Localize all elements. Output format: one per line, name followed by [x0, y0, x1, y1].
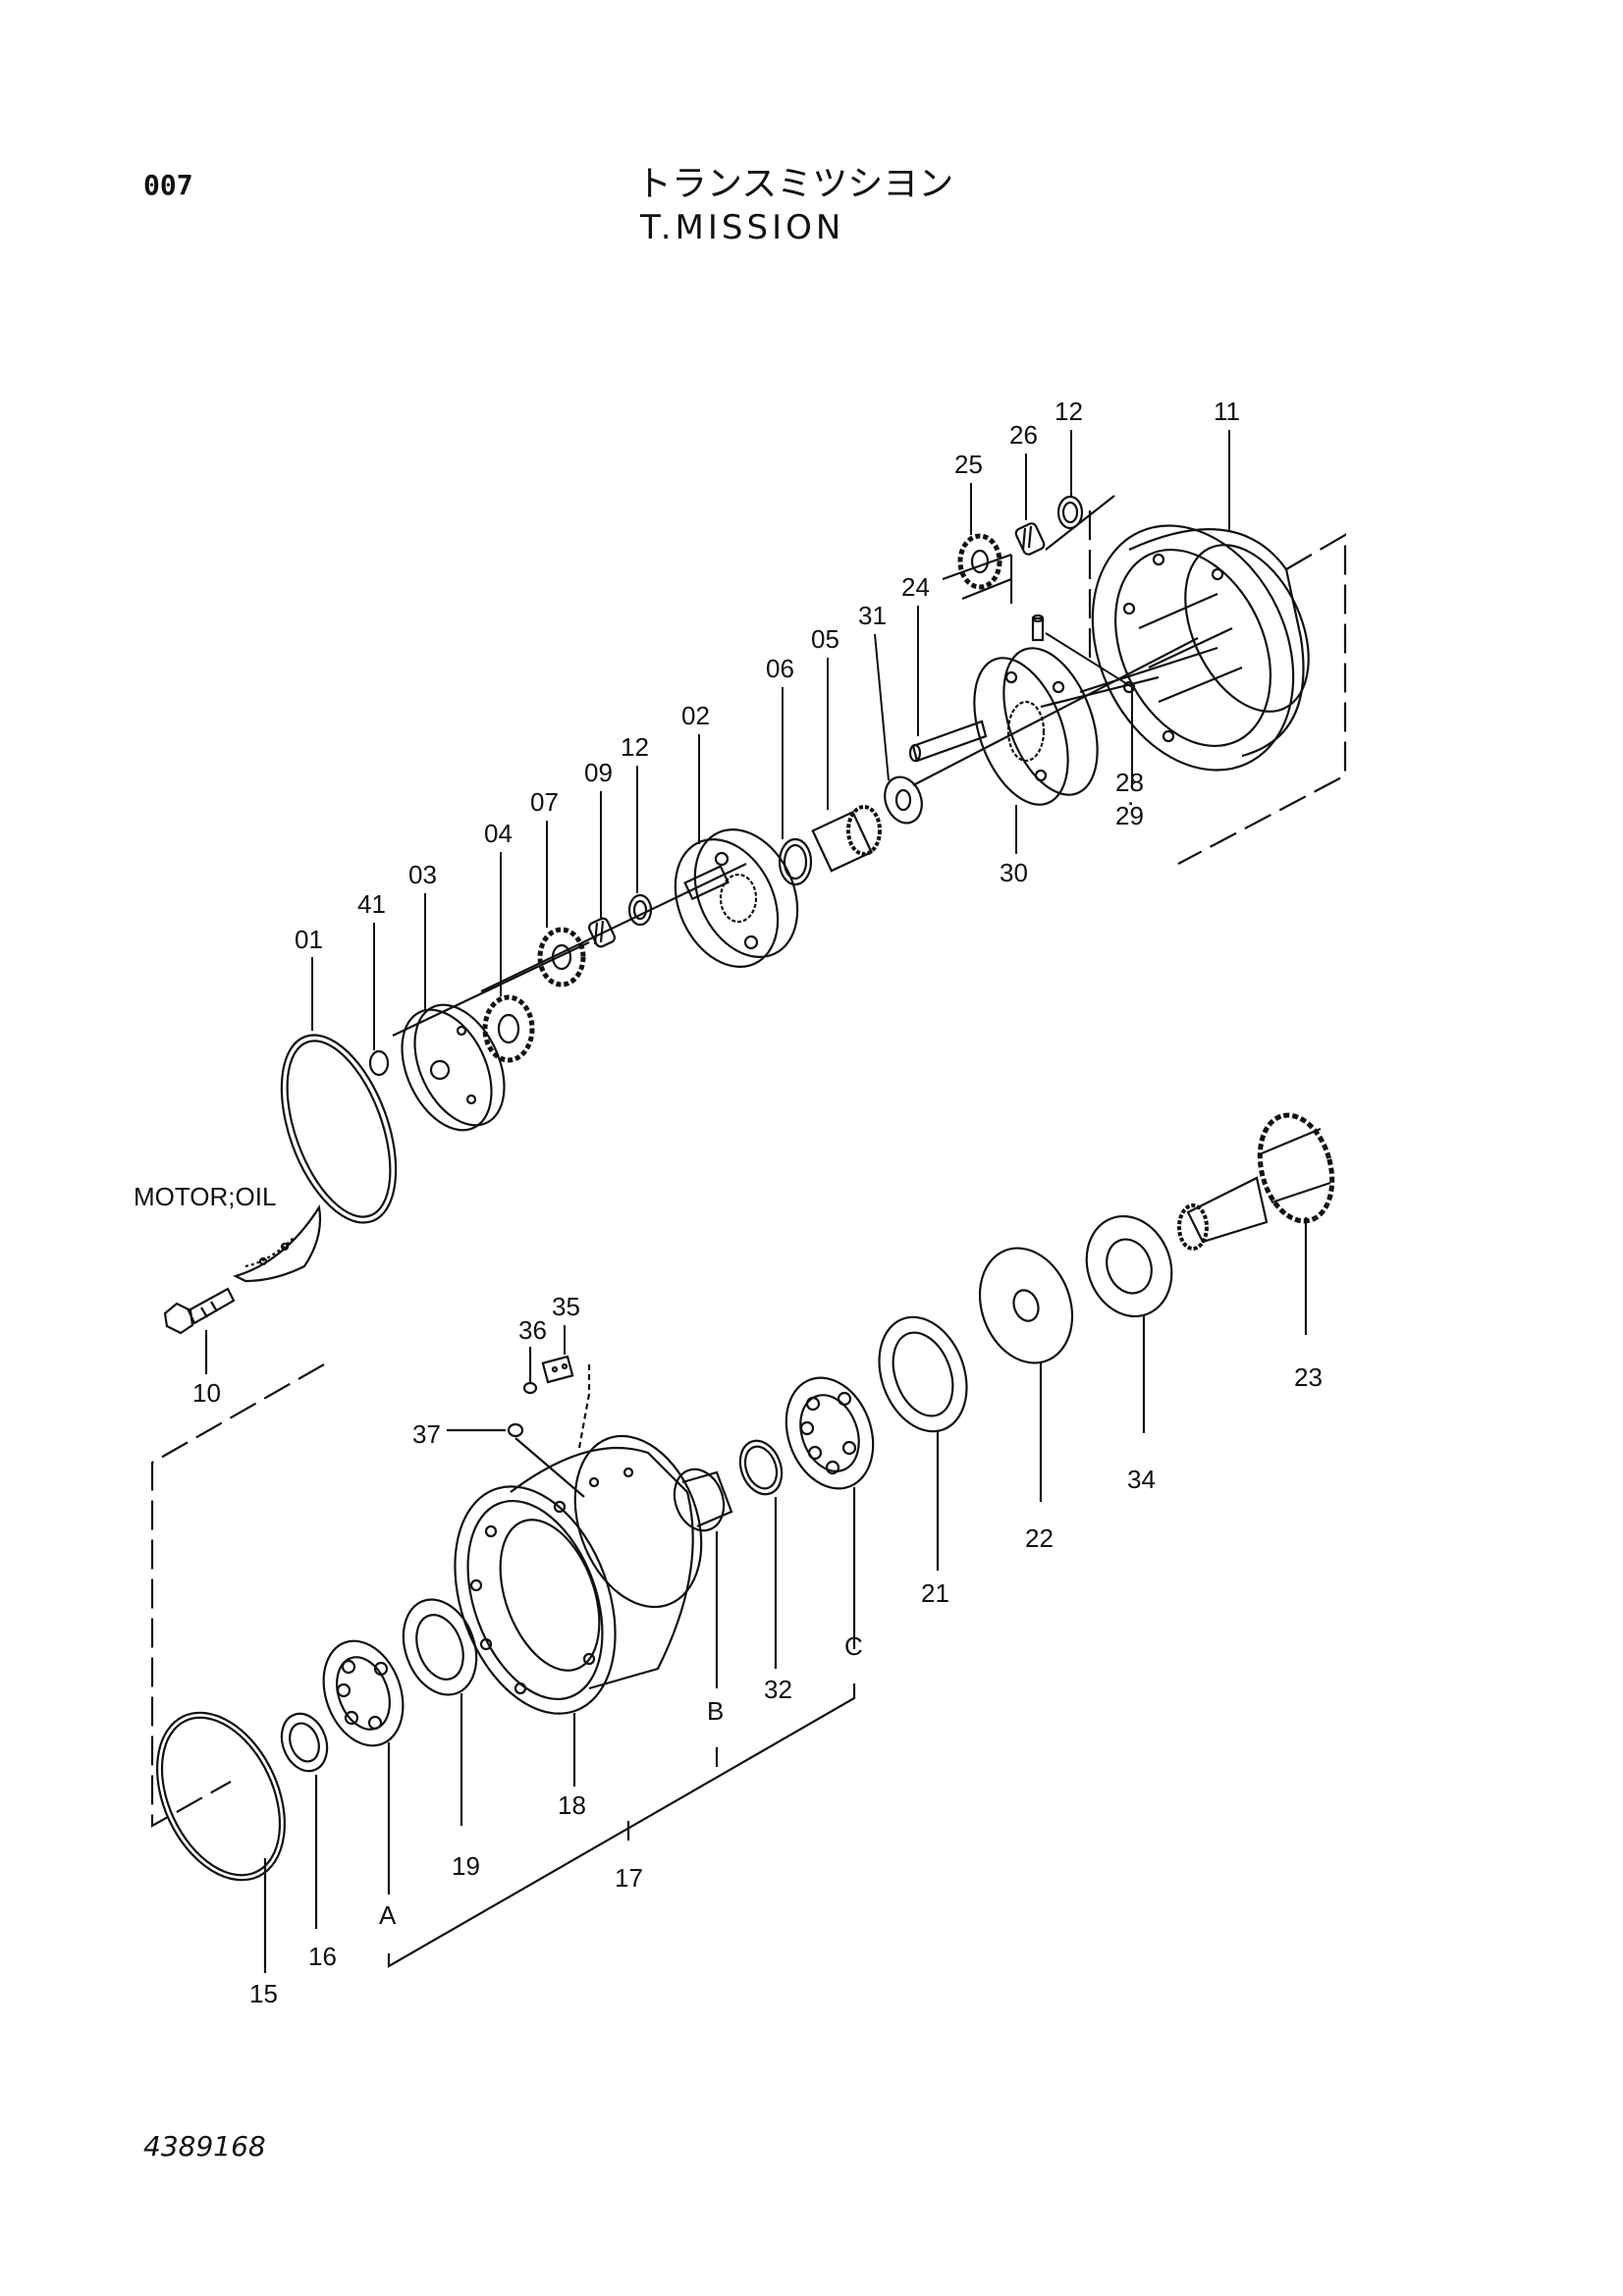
callout-16: 16 [308, 1942, 337, 1971]
part-o-ring-15 [156, 1711, 286, 1973]
part-seal-19 [402, 1598, 478, 1826]
callout-26: 26 [1009, 420, 1038, 450]
part-ring-gear-11 [1091, 524, 1310, 772]
callout-02: 02 [681, 701, 710, 730]
title-english: T.MISSION [640, 208, 845, 247]
part-nut-16 [280, 1712, 329, 1929]
callout-22: 22 [1025, 1523, 1054, 1553]
part-screw-36 [522, 1347, 538, 1395]
part-sun-gear-05 [811, 805, 882, 873]
callout-23: 23 [1294, 1362, 1323, 1392]
part-ring-12a [627, 893, 653, 927]
callout-21: 21 [921, 1578, 949, 1608]
part-thrust-washer-34 [1085, 1214, 1173, 1433]
callout-11: 11 [1214, 397, 1240, 426]
motor-oil-icon [233, 1203, 322, 1283]
part-planet-gear-07 [537, 927, 586, 988]
part-thrust-plate-03 [401, 1003, 506, 1132]
upper-axis-lines [392, 495, 1347, 1037]
part-planet-gear-04 [482, 994, 535, 1063]
callout-35: 35 [552, 1292, 580, 1321]
drawing-number: 4389168 [143, 2130, 266, 2163]
callout-10: 10 [192, 1378, 221, 1408]
part-thrust-washer-31 [884, 775, 923, 825]
part-pin-28 [1031, 614, 1045, 642]
note-label-motor-oil: MOTOR;OIL [134, 1182, 276, 1211]
callout-30: 30 [1000, 858, 1028, 887]
callout-24: 24 [901, 572, 930, 602]
callout-06: 06 [766, 654, 794, 683]
part-plug-37 [447, 1422, 585, 1498]
callout-12b: 12 [1055, 397, 1083, 426]
callout-04: 04 [484, 819, 513, 848]
callout-17: 17 [615, 1863, 643, 1893]
callout-29: 29 [1115, 801, 1144, 830]
callout-18: 18 [558, 1790, 586, 1820]
part-plate-35 [541, 1355, 574, 1384]
part-hub-housing-18 [454, 1364, 703, 1787]
callout-labels: 01 41 03 04 07 09 12 02 06 05 31 24 25 [134, 397, 1323, 2008]
group-label-b: B [707, 1696, 724, 1726]
callout-03: 03 [408, 860, 437, 889]
callout-01: 01 [295, 925, 323, 954]
part-ring-41 [368, 1049, 390, 1077]
callout-25: 25 [954, 450, 983, 479]
callout-31: 31 [858, 601, 887, 630]
part-bearing-a [322, 1639, 405, 1895]
part-bushing-b [673, 1468, 733, 1688]
callout-34: 34 [1127, 1465, 1156, 1494]
callout-05: 05 [811, 624, 839, 654]
part-needle-bearing-09 [587, 917, 617, 948]
group-17-bracket [387, 1683, 856, 1968]
callout-36: 36 [518, 1315, 547, 1345]
part-needle-bearing-26 [1014, 522, 1046, 556]
callout-37: 37 [412, 1419, 441, 1449]
lower-assembly-frame [150, 1363, 325, 1828]
part-o-ring-01 [280, 1034, 398, 1224]
part-spacer-22 [978, 1247, 1074, 1502]
callout-41: 41 [357, 889, 386, 919]
callout-28: 28 [1115, 768, 1144, 797]
part-pin-24 [908, 720, 988, 763]
callout-19: 19 [452, 1851, 480, 1881]
part-bolt-10 [163, 1287, 236, 1374]
part-seal-21 [878, 1315, 968, 1571]
callout-12a: 12 [621, 732, 649, 762]
part-carrier-30 [973, 647, 1099, 806]
callout-09: 09 [584, 758, 613, 787]
group-label-a: A [379, 1900, 397, 1930]
page-number: 007 [143, 169, 193, 201]
title-japanese: トランスミツシヨン [636, 164, 954, 204]
part-bearing-c [784, 1376, 875, 1649]
part-snap-ring-06 [778, 837, 813, 886]
part-o-ring-32 [738, 1439, 784, 1669]
callout-15: 15 [249, 1979, 278, 2008]
part-shaft-23 [1177, 1112, 1335, 1335]
group-label-c: C [844, 1631, 863, 1661]
part-planet-gear-25 [957, 533, 1002, 590]
svg-text:.: . [1127, 781, 1134, 811]
callout-07: 07 [530, 787, 559, 817]
callout-32: 32 [764, 1675, 792, 1704]
part-ring-12b [1056, 495, 1084, 530]
